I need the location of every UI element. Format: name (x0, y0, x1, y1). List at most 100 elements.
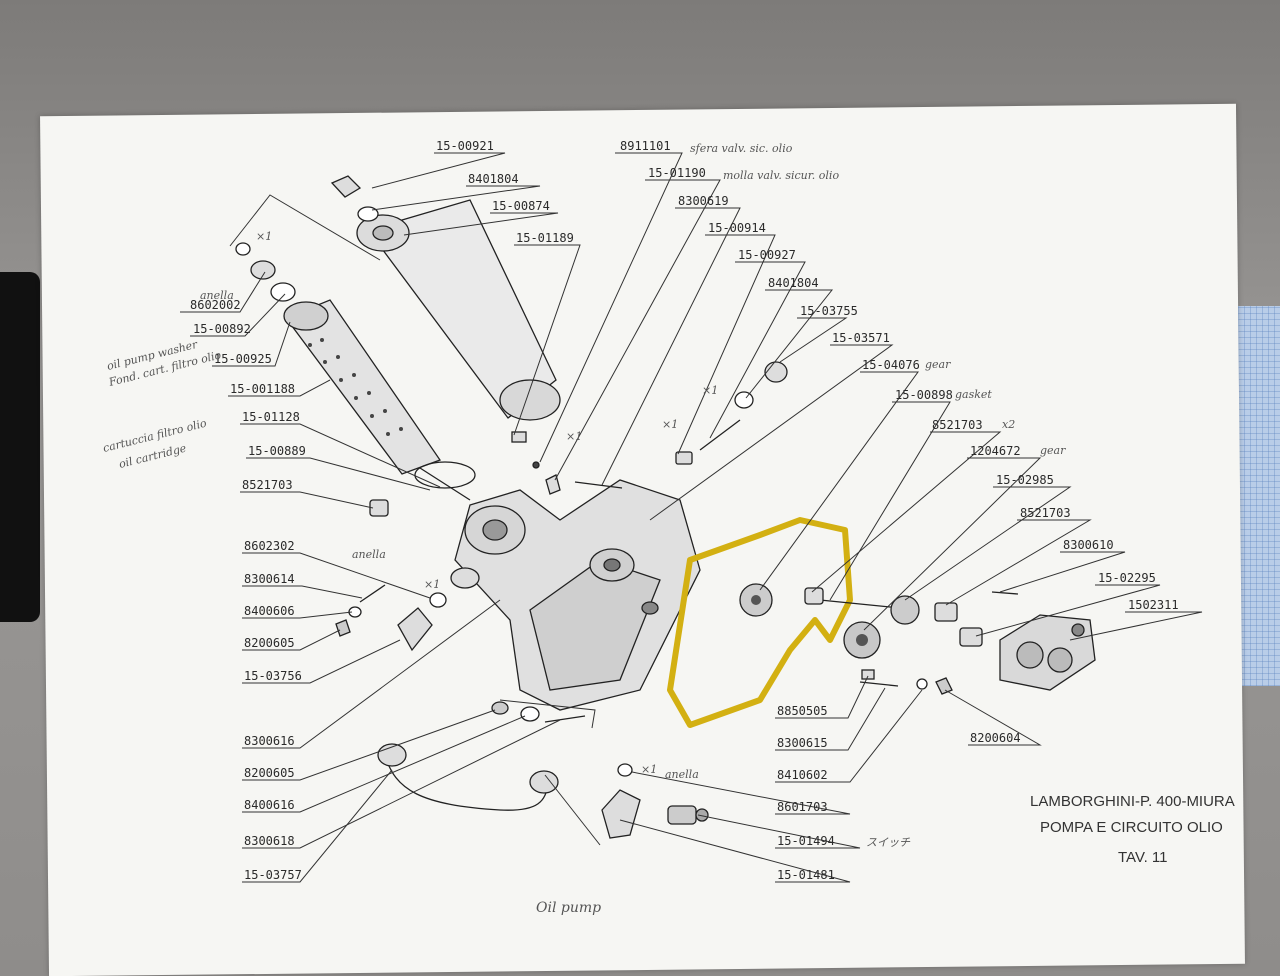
pin-15-01189 (511, 431, 527, 443)
elbow-15-03756 (397, 607, 433, 652)
part-label-15-01190: 15-01190 (648, 166, 706, 180)
bushing-left (369, 499, 389, 517)
part-label-15-00892: 15-00892 (193, 322, 251, 336)
note-gear-2: gear (1040, 444, 1066, 457)
stud-8300610 (991, 591, 1019, 595)
part-label-8911101: 8911101 (620, 139, 671, 153)
part-label-15-03755: 15-03755 (800, 304, 858, 318)
part-label-8300616: 8300616 (244, 734, 295, 748)
oil-cartridge (283, 299, 476, 501)
note-molla: molla valv. sicur. olio (723, 169, 839, 182)
part-label-8410602: 8410602 (777, 768, 828, 782)
part-label-1204672: 1204672 (970, 444, 1021, 458)
nut-8200605-lower (491, 701, 509, 715)
washer-15-00892 (270, 282, 296, 302)
oil-pressure-switch (667, 805, 709, 825)
part-label-8850505: 8850505 (777, 704, 828, 718)
spring-15-00914 (699, 419, 741, 451)
spring-15-01190 (545, 474, 561, 495)
part-label-8400606: 8400606 (244, 604, 295, 618)
gear-15-04076 (739, 583, 773, 617)
note-x2: x2 (1002, 418, 1015, 431)
shaft-gear-15-02985 (819, 595, 920, 625)
part-label-8521703-b: 8521703 (1020, 506, 1071, 520)
part-label-15-04076: 15-04076 (862, 358, 920, 372)
plug-15-03755 (764, 361, 788, 383)
part-label-15-03757: 15-03757 (244, 868, 302, 882)
part-label-15-00925: 15-00925 (214, 352, 272, 366)
x1-mark: ×1 (424, 578, 440, 591)
washer-8401804 (734, 391, 754, 409)
note-oil-pump: Oil pump (536, 900, 601, 916)
part-label-8300615: 8300615 (777, 736, 828, 750)
part-label-15-001188: 15-001188 (230, 382, 295, 396)
x1-mark: ×1 (641, 763, 657, 776)
parts-illustration (235, 175, 1096, 839)
pump-housing (450, 479, 701, 711)
part-labels: 15-00921 8401804 15-00874 15-01189 89111… (190, 139, 1179, 882)
oil-pipe-15-03757 (377, 743, 559, 811)
part-label-15-03571: 15-03571 (832, 331, 890, 345)
note-anella-2: anella (352, 548, 386, 561)
part-label-15-00927: 15-00927 (738, 248, 796, 262)
x1-mark: ×1 (702, 384, 718, 397)
bushing-8521703 (804, 587, 824, 605)
stud-8300615 (859, 681, 899, 687)
anella-8601703 (617, 763, 633, 777)
title-line-2: POMPA E CIRCUITO OLIO (1040, 819, 1223, 836)
note-gear-1: gear (925, 358, 951, 371)
note-sfera: sfera valv. sic. olio (690, 142, 793, 155)
part-label-15-01128: 15-01128 (242, 410, 300, 424)
part-label-8521703-c: 8521703 (242, 478, 293, 492)
part-label-8601703: 8601703 (777, 800, 828, 814)
gear-1204672 (843, 621, 881, 659)
part-label-15-01481: 15-01481 (777, 868, 835, 882)
x1-mark: ×1 (662, 418, 678, 431)
part-label-15-01189: 15-01189 (516, 231, 574, 245)
part-label-15-00921: 15-00921 (436, 139, 494, 153)
title-line-1: LAMBORGHINI-P. 400-MIURA (1030, 793, 1235, 810)
o-ring-small (235, 242, 251, 256)
title-block: LAMBORGHINI-P. 400-MIURA POMPA E CIRCUIT… (1030, 793, 1235, 866)
x1-mark: ×1 (566, 430, 582, 443)
part-label-1502311: 1502311 (1128, 598, 1179, 612)
part-label-8602302: 8602302 (244, 539, 295, 553)
washer-8602002 (250, 260, 276, 280)
stud-8300614 (359, 584, 386, 603)
part-label-8300614: 8300614 (244, 572, 295, 586)
note-switch: スイッチ (866, 836, 911, 849)
part-label-8300618: 8300618 (244, 834, 295, 848)
ball-8911101 (532, 461, 540, 469)
part-label-15-00898: 15-00898 (895, 388, 953, 402)
gasket-outline (667, 517, 853, 728)
rear-cover-1502311 (999, 614, 1096, 691)
black-object (0, 272, 40, 622)
part-label-8401804-b: 8401804 (768, 276, 819, 290)
stud-8300618 (544, 715, 586, 723)
part-label-15-00874: 15-00874 (492, 199, 550, 213)
washer-8400616 (520, 706, 540, 722)
part-label-8602002: 8602002 (190, 298, 241, 312)
note-gasket: gasket (955, 388, 992, 401)
part-label-15-03756: 15-03756 (244, 669, 302, 683)
x1-mark: ×1 (256, 230, 272, 243)
plunger-8300619 (675, 451, 693, 465)
part-label-15-02985: 15-02985 (996, 473, 1054, 487)
anella-ring (429, 592, 447, 608)
title-line-3: TAV. 11 (1118, 849, 1167, 866)
washer-8410602 (916, 678, 928, 690)
note-anella-1: anella (200, 289, 234, 302)
bushing-15-02295 (959, 627, 983, 647)
note-anella-3: anella (665, 768, 699, 781)
part-label-8300610: 8300610 (1063, 538, 1114, 552)
pin-8850505 (861, 669, 875, 680)
part-label-8521703: 8521703 (932, 418, 983, 432)
part-label-15-02295: 15-02295 (1098, 571, 1156, 585)
fitting-15-01481 (601, 789, 641, 839)
part-label-15-00914: 15-00914 (708, 221, 766, 235)
nut-8200605 (335, 619, 351, 637)
part-label-15-00889: 15-00889 (248, 444, 306, 458)
part-label-15-01494: 15-01494 (777, 834, 835, 848)
part-label-8200604: 8200604 (970, 731, 1021, 745)
